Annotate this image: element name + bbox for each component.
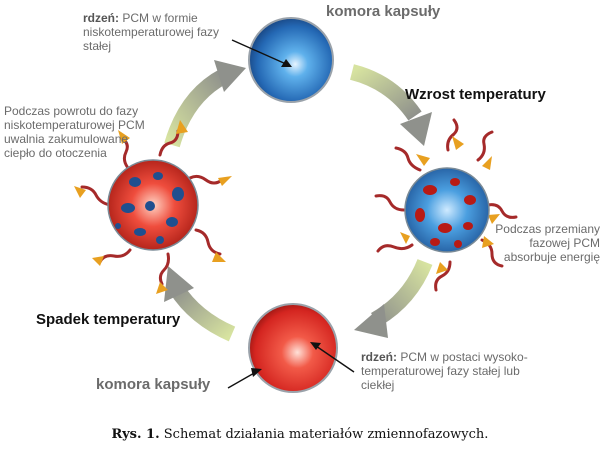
core-label-bottom-key: rdzeń:: [361, 350, 397, 364]
capsule-solidifying: [74, 120, 232, 294]
arrow-top-right: [349, 64, 432, 146]
pointer-core-bottom: [310, 342, 355, 373]
arrow-bottom-right: [354, 258, 433, 338]
figure-caption: Rys. 1. Schemat działania materiałów zmi…: [0, 427, 600, 442]
caption-label: Rys. 1.: [111, 427, 160, 442]
capsule-label-top: komora kapsuły: [326, 3, 441, 20]
temp-drop-label: Spadek temperatury: [36, 311, 181, 328]
core-label-bottom: rdzeń: PCM w postaci wysoko-temperaturow…: [361, 350, 551, 392]
core-label-top-key: rdzeń:: [83, 11, 119, 25]
capsule-hot: [248, 303, 338, 393]
temp-rise-label: Wzrost temperatury: [405, 86, 546, 103]
arrow-top-left: [164, 60, 246, 148]
arrow-bottom-left: [164, 266, 236, 342]
release-label: Podczas powrotu do fazy niskotemperaturo…: [4, 104, 145, 160]
core-label-top-text: PCM w formie niskotemperaturowej fazy st…: [83, 11, 220, 53]
pointer-core-top: [231, 39, 292, 67]
capsule-label-bottom: komora kapsuły: [96, 376, 211, 393]
absorb-label: Podczas przemiany fazowej PCM absorbuje …: [495, 222, 600, 264]
capsule-melting: [374, 118, 518, 292]
caption-text: Schemat działania materiałów zmiennofazo…: [163, 427, 489, 442]
pointer-capsule-bottom: [227, 368, 262, 389]
core-label-top: rdzeń: PCM w formie niskotemperaturowej …: [83, 11, 243, 53]
core-label-bottom-text: PCM w postaci wysoko-temperaturowej fazy…: [361, 350, 528, 392]
capsule-cold: [248, 17, 334, 103]
